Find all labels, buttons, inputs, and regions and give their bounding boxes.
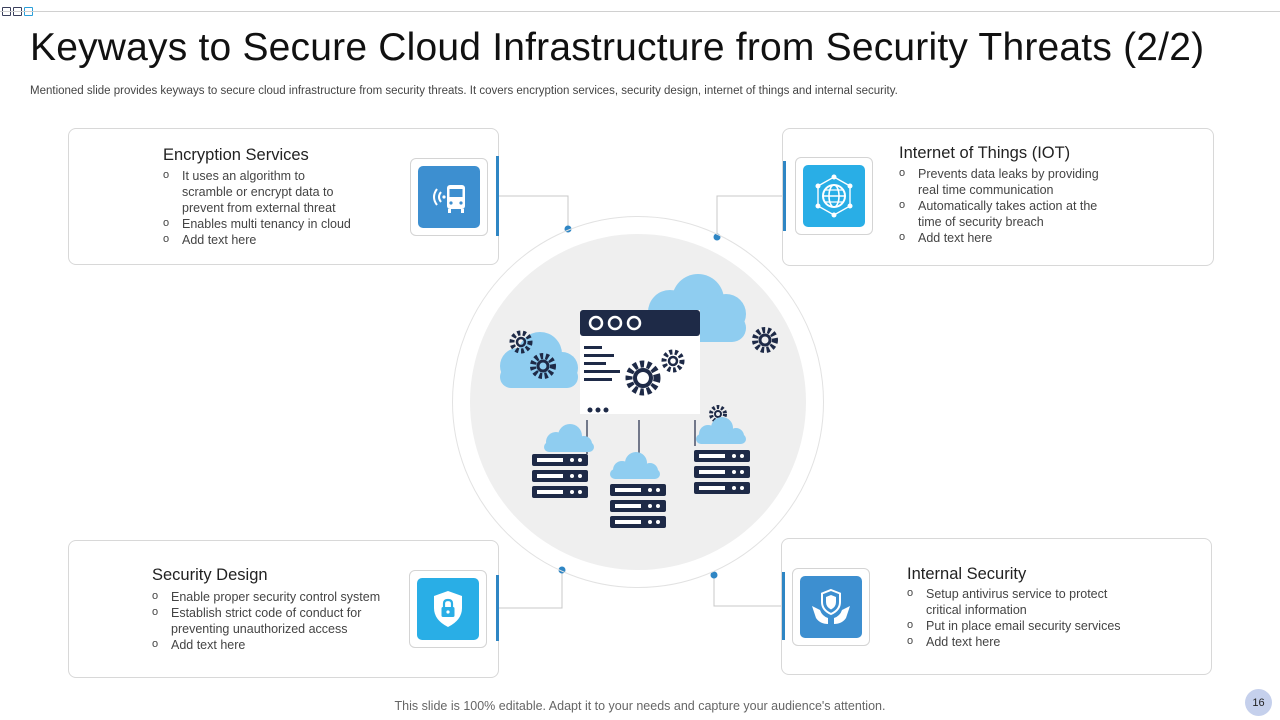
icon-frame: [410, 158, 488, 236]
cloud-server-infrastructure-icon: [470, 234, 806, 570]
bullet-item: Add text here: [152, 636, 402, 653]
bullet-item: Setup antivirus service to protect criti…: [907, 585, 1137, 618]
cloud-infrastructure-illustration: [500, 274, 778, 528]
icon-frame: [792, 568, 870, 646]
slide-title: Keyways to Secure Cloud Infrastructure f…: [30, 26, 1205, 69]
connector-iot: [716, 195, 783, 237]
wireless-bus-icon: [418, 166, 480, 228]
bullet-item: Enables multi tenancy in cloud: [163, 215, 353, 232]
accent-bar: [782, 572, 785, 640]
card-title: Encryption Services: [163, 146, 309, 164]
bullet-item: Establish strict code of conduct for pre…: [152, 604, 402, 637]
card-internal-security: Internal Security Setup antivirus servic…: [781, 538, 1212, 675]
card-bullets: Prevents data leaks by providing real ti…: [899, 165, 1109, 246]
center-hub: [452, 216, 824, 588]
icon-frame: [795, 157, 873, 235]
page-number-badge: 16: [1245, 689, 1272, 716]
card-title: Internet of Things (IOT): [899, 144, 1071, 162]
icon-frame: [409, 570, 487, 648]
hands-shield-icon: [800, 576, 862, 638]
globe-network-icon: [803, 165, 865, 227]
card-title: Security Design: [152, 566, 268, 584]
bullet-item: Prevents data leaks by providing real ti…: [899, 165, 1109, 198]
slide-subtitle: Mentioned slide provides keyways to secu…: [30, 85, 898, 97]
shield-lock-icon: [417, 578, 479, 640]
bullet-item: It uses an algorithm to scramble or encr…: [163, 167, 353, 216]
card-bullets: Setup antivirus service to protect criti…: [907, 585, 1137, 650]
accent-bar: [783, 161, 786, 231]
slide-footer: This slide is 100% editable. Adapt it to…: [394, 699, 886, 713]
bullet-item: Enable proper security control system: [152, 588, 402, 605]
top-divider: [0, 11, 1280, 12]
card-bullets: It uses an algorithm to scramble or encr…: [163, 167, 353, 248]
globe-svg: [815, 174, 853, 218]
bullet-item: Automatically takes action at the time o…: [899, 197, 1109, 230]
card-bullets: Enable proper security control system Es…: [152, 588, 402, 653]
bullet-item: Add text here: [899, 229, 1109, 246]
connector-encryption: [498, 195, 569, 229]
bullet-item: Add text here: [163, 231, 353, 248]
bullet-item: Put in place email security services: [907, 617, 1137, 634]
card-encryption-services: Encryption Services It uses an algorithm…: [68, 128, 499, 265]
accent-bar: [496, 156, 499, 236]
card-security-design: Security Design Enable proper security c…: [68, 540, 499, 678]
bus-svg: [433, 185, 465, 213]
connector-internal: [713, 575, 781, 607]
hands-shield-svg: [812, 588, 850, 624]
card-title: Internal Security: [907, 565, 1027, 583]
bullet-item: Add text here: [907, 633, 1137, 650]
connector-dot: [710, 571, 718, 579]
accent-bar: [496, 575, 499, 641]
connector-design: [498, 570, 563, 609]
shield-svg: [434, 591, 462, 627]
card-internet-of-things: Internet of Things (IOT) Prevents data l…: [782, 128, 1214, 266]
